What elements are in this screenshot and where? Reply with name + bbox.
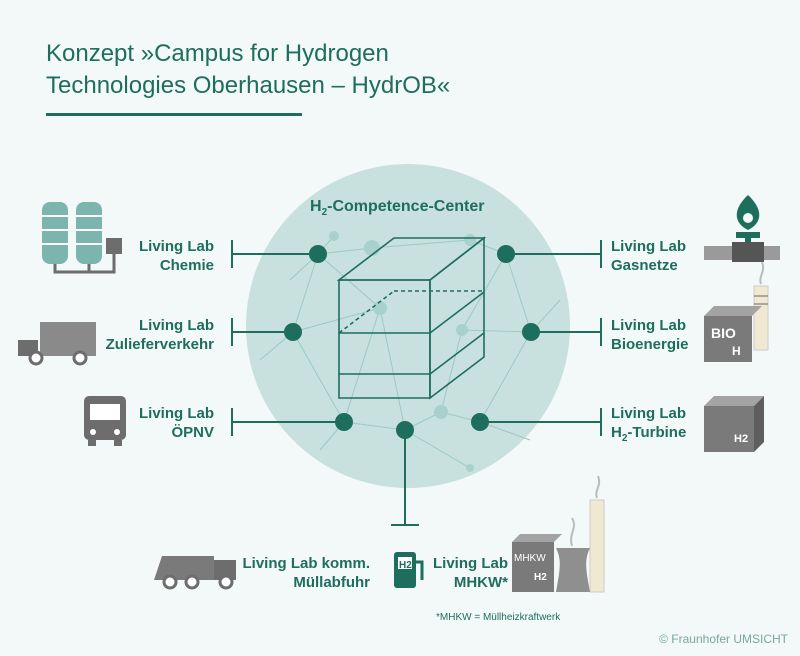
lab-oepnv-label: Living Lab ÖPNV: [139, 404, 214, 442]
lab-turbine-line1: Living Lab: [611, 405, 686, 422]
mhkw-icon-h2: H2: [534, 572, 547, 583]
lab-gasnetze-line1: Living Lab: [611, 238, 686, 255]
mhkw-icon-label: MHKW: [514, 553, 546, 564]
lab-muell-line2: Müllabfuhr: [293, 574, 370, 591]
title-line-2: Technologies Oberhausen – HydrOB«: [46, 72, 451, 99]
chemical-tanks-icon: [42, 202, 122, 274]
center-label-sub: 2: [321, 207, 328, 219]
turbine-rest: -Turbine: [627, 424, 687, 441]
lab-oepnv-line2: ÖPNV: [171, 424, 214, 441]
lab-muell-label: Living Lab komm. Müllabfuhr: [242, 554, 370, 592]
title-line-1: Konzept »Campus for Hydrogen: [46, 40, 389, 67]
bioenergy-plant-icon: [704, 261, 769, 362]
lab-mhkw-line2: MHKW*: [453, 574, 508, 591]
turbine-sub: 2: [621, 433, 628, 444]
gas-pipe-valve-icon: [704, 232, 780, 262]
lab-mhkw-label: Living Lab MHKW*: [433, 554, 508, 592]
lab-turbine-label: Living Lab H2-Turbine: [611, 404, 686, 448]
lab-mhkw-line1: Living Lab: [433, 555, 508, 572]
lab-oepnv-line1: Living Lab: [139, 405, 214, 422]
competence-center-label: H2-Competence-Center: [310, 198, 484, 218]
competence-cube: [336, 236, 487, 400]
lab-bioenergie-line2: Bioenergie: [611, 336, 689, 353]
lab-gasnetze-label: Living Lab Gasnetze: [611, 237, 686, 275]
lab-zulieferverkehr-line1: Living Lab: [139, 317, 214, 334]
page-title: Konzept »Campus for Hydrogen Technologie…: [46, 38, 450, 102]
delivery-truck-icon: [18, 322, 96, 366]
bio-icon-label: BIO: [711, 325, 736, 341]
lab-nodes: [284, 245, 540, 439]
network-lines: [259, 235, 561, 469]
lab-bioenergie-label: Living Lab Bioenergie: [611, 316, 689, 354]
footnote: *MHKW = Müllheizkraftwerk: [436, 612, 561, 623]
turbine-h: H: [611, 424, 622, 441]
turbine-icon-h2: H2: [734, 433, 749, 445]
connector-lines: [231, 240, 602, 526]
gas-flame-icon: [736, 195, 760, 230]
center-label-h: H: [310, 198, 322, 215]
waste-incineration-plant-icon: [512, 475, 605, 593]
lab-chemie-line1: Living Lab: [139, 238, 214, 255]
bio-icon-h: H: [732, 344, 741, 358]
center-label-rest: -Competence-Center: [327, 198, 485, 215]
minor-nodes: [329, 231, 476, 472]
lab-zulieferverkehr-line2: Zulieferverkehr: [105, 336, 214, 353]
lab-chemie-label: Living Lab Chemie: [139, 237, 214, 275]
garbage-truck-icon: [154, 556, 236, 590]
h2-turbine-icon: [704, 396, 764, 452]
lab-turbine-line2: H2-Turbine: [611, 423, 686, 448]
lab-chemie-line2: Chemie: [159, 257, 214, 274]
lab-muell-line1: Living Lab komm.: [242, 555, 370, 572]
lab-zulieferverkehr-label: Living Lab Zulieferverkehr: [106, 316, 214, 354]
title-underline: [46, 113, 302, 116]
copyright: © Fraunhofer UMSICHT: [659, 632, 788, 646]
lab-gasnetze-line2: Gasnetze: [611, 257, 678, 274]
fuel-pump-h2: H2: [399, 560, 412, 571]
h2-fuel-pump-icon: [394, 552, 424, 588]
lab-bioenergie-line1: Living Lab: [611, 317, 686, 334]
bus-icon: [84, 396, 126, 446]
